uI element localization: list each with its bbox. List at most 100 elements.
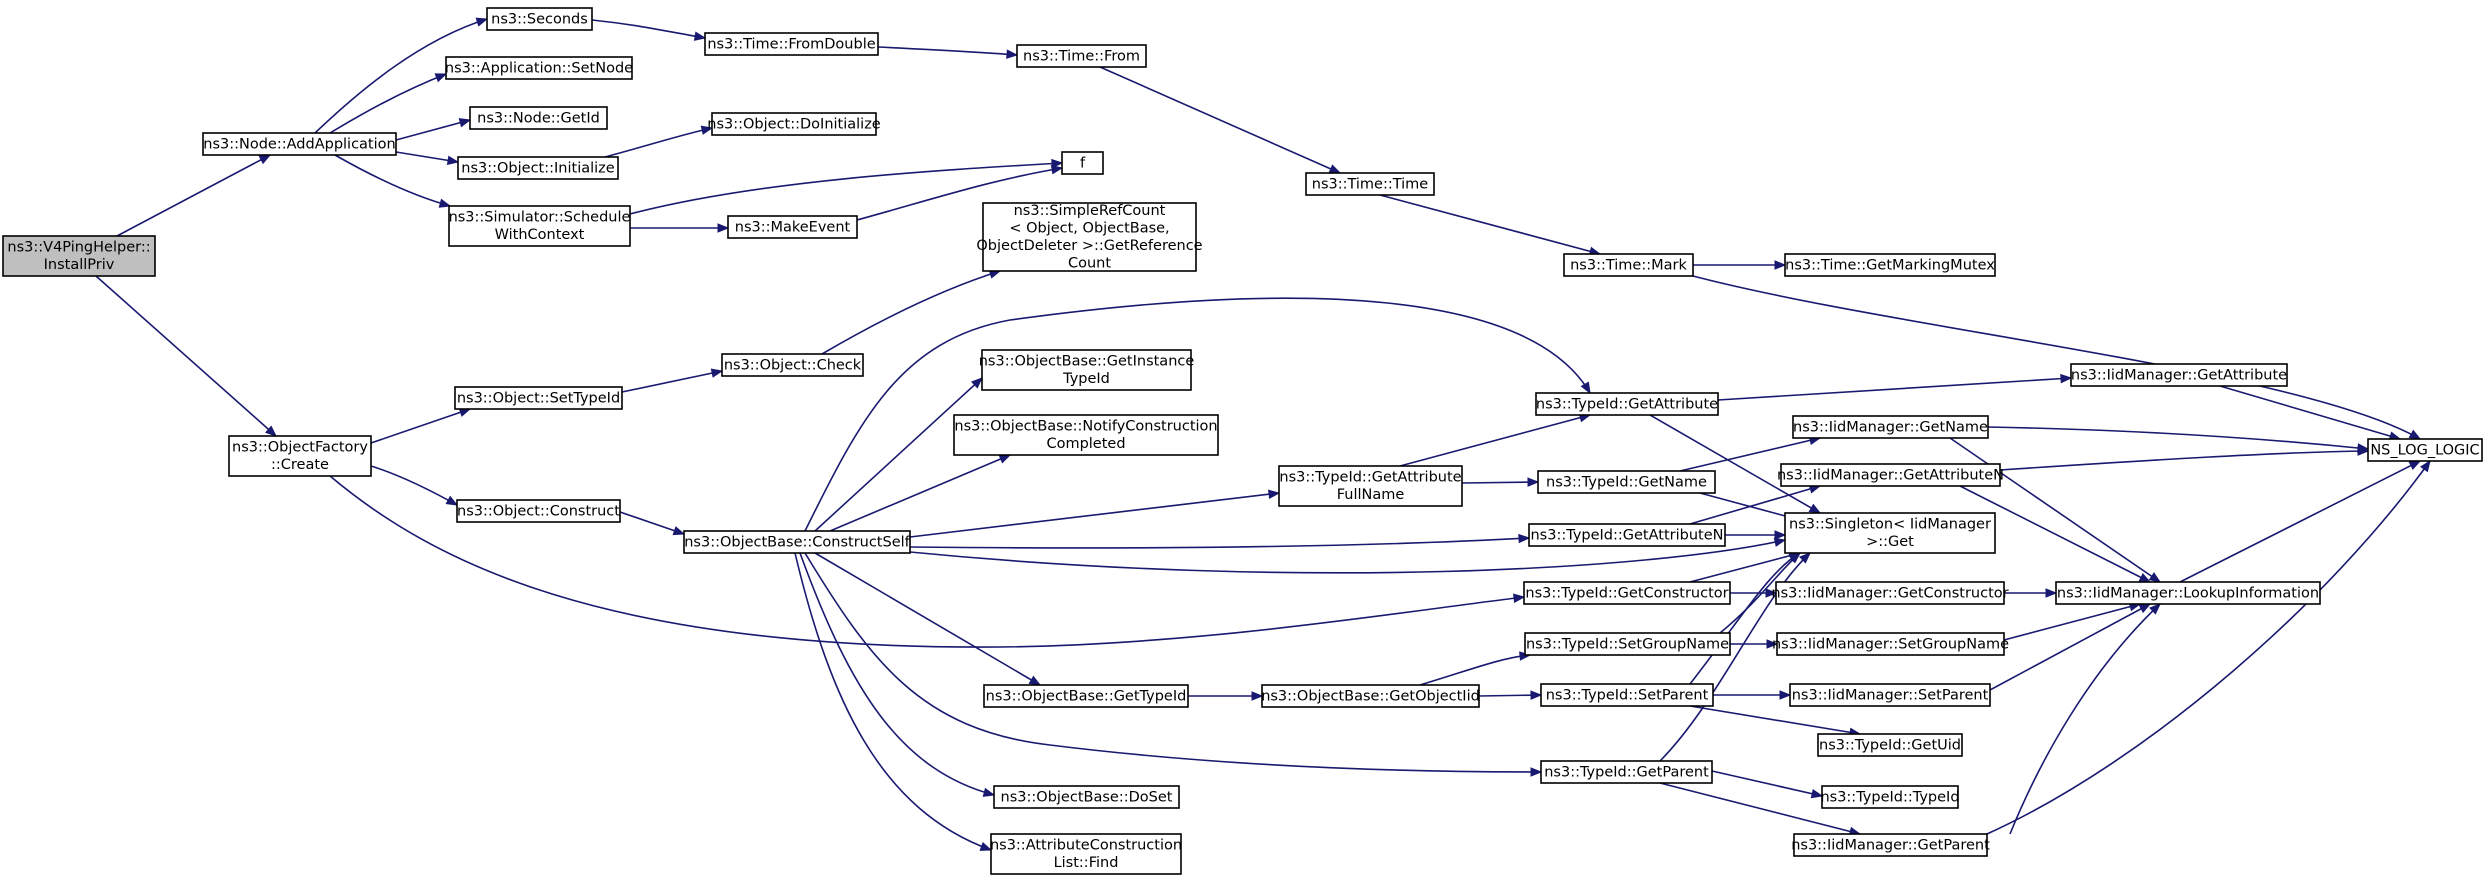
node-tgetattr[interactable]: ns3::TypeId::GetAttribute	[1535, 392, 1719, 416]
arrowhead	[1028, 675, 1042, 686]
edge-timetime-to-timemark	[1379, 194, 1602, 256]
node-makeevent[interactable]: ns3::MakeEvent	[727, 215, 858, 239]
arrowhead	[672, 526, 686, 536]
edge-obgettypeid-to-getobjectiid	[1188, 691, 1264, 701]
node-box	[2, 235, 156, 277]
node-construct[interactable]: ns3::Object::Construct	[456, 499, 621, 523]
node-tgetctor[interactable]: ns3::TypeId::GetConstructor	[1523, 581, 1731, 605]
node-iidsetgroup[interactable]: ns3::IidManager::SetGroupName	[1772, 632, 2009, 656]
node-label: ns3::ObjectBase::GetInstance	[979, 354, 1195, 370]
node-label: ns3::ObjectBase::GetObjectIid	[1261, 688, 1480, 704]
node-iidgetparent[interactable]: ns3::IidManager::GetParent	[1791, 833, 1990, 857]
edge-constructself-to-attrfind	[794, 552, 993, 851]
edge-iidgetname-to-nslog	[1987, 426, 2370, 453]
node-box	[683, 530, 911, 554]
node-check[interactable]: ns3::Object::Check	[721, 353, 864, 377]
arrowhead	[1765, 588, 1778, 598]
node-label: ns3::ObjectFactory	[232, 440, 368, 456]
node-label: ns3::Time::GetMarkingMutex	[1785, 257, 1995, 273]
node-obgettypeid[interactable]: ns3::ObjectBase::GetTypeId	[983, 684, 1189, 708]
node-label: ns3::Node::AddApplication	[203, 136, 395, 152]
node-tgetparent[interactable]: ns3::TypeId::GetParent	[1540, 760, 1713, 784]
node-box	[711, 112, 877, 136]
node-label: TypeId	[1062, 371, 1110, 387]
node-constructself[interactable]: ns3::ObjectBase::ConstructSelf	[683, 530, 911, 554]
node-label: FullName	[1337, 487, 1405, 503]
edge-makeevent-to-f	[856, 165, 1064, 221]
node-ttypeid[interactable]: ns3::TypeId::TypeId	[1820, 785, 1960, 809]
node-label: ns3::TypeId::GetAttributeN	[1530, 527, 1723, 543]
node-getobjectiid[interactable]: ns3::ObjectBase::GetObjectIid	[1261, 684, 1480, 708]
node-root[interactable]: ns3::V4PingHelper::InstallPriv	[2, 235, 156, 277]
node-timefrom[interactable]: ns3::Time::From	[1016, 44, 1147, 68]
edge-iidgetattrn-to-nslog	[1999, 446, 2370, 471]
arrowhead	[1527, 477, 1540, 487]
edge-getattrfull-to-tgetattr	[1399, 413, 1592, 467]
node-getid[interactable]: ns3::Node::GetId	[469, 106, 608, 130]
node-label: ns3::Time::Time	[1312, 176, 1429, 192]
node-iidgetattr[interactable]: ns3::IidManager::GetAttribute	[2070, 363, 2288, 387]
edge-seconds-to-fromdouble	[591, 19, 707, 41]
node-getmarkmutex[interactable]: ns3::Time::GetMarkingMutex	[1784, 253, 1996, 277]
node-iidgetctor[interactable]: ns3::IidManager::GetConstructor	[1771, 581, 2009, 605]
node-f[interactable]: f	[1061, 151, 1104, 175]
edge-settypeid-to-check	[621, 368, 724, 393]
node-box	[1817, 733, 1963, 757]
node-doset[interactable]: ns3::ObjectBase::DoSet	[993, 785, 1180, 809]
arrowhead	[1530, 767, 1543, 777]
node-iidgetattrn[interactable]: ns3::IidManager::GetAttributeN	[1777, 463, 2004, 487]
edge-initialize-to-doinit	[604, 125, 714, 158]
node-label: ns3::Node::GetId	[477, 110, 600, 126]
node-getrefcount[interactable]: ns3::SimpleRefCount< Object, ObjectBase,…	[976, 202, 1203, 272]
node-box	[1540, 683, 1714, 707]
node-lookup[interactable]: ns3::IidManager::LookupInformation	[2055, 581, 2321, 605]
node-tgetname[interactable]: ns3::TypeId::GetName	[1537, 470, 1716, 494]
arrowhead	[1774, 260, 1787, 270]
node-doinit[interactable]: ns3::Object::DoInitialize	[707, 112, 881, 136]
node-box	[1821, 785, 1959, 809]
node-box	[1537, 470, 1716, 494]
node-seconds[interactable]: ns3::Seconds	[486, 7, 593, 31]
node-initialize[interactable]: ns3::Object::Initialize	[457, 156, 619, 180]
node-label: ns3::Time::From	[1023, 48, 1140, 64]
arrowhead	[693, 31, 707, 41]
node-label: ns3::IidManager::GetConstructor	[1771, 585, 2008, 601]
node-iidgetname[interactable]: ns3::IidManager::GetName	[1792, 415, 1989, 439]
node-addapp[interactable]: ns3::Node::AddApplication	[202, 132, 397, 156]
node-box	[486, 7, 593, 31]
edge-root-to-addapp	[116, 154, 272, 237]
edge-constructself-to-getinsttypeid	[814, 377, 983, 532]
node-notifyconstr[interactable]: ns3::ObjectBase::NotifyConstructionCompl…	[953, 414, 1219, 456]
node-iidsetparent[interactable]: ns3::IidManager::SetParent	[1789, 683, 1991, 707]
node-objfactory[interactable]: ns3::ObjectFactory::Create	[228, 435, 372, 477]
node-box	[2070, 363, 2288, 387]
node-settypeid[interactable]: ns3::Object::SetTypeId	[454, 386, 623, 410]
edge-objfactory-to-construct	[370, 465, 459, 506]
node-tsetgroup[interactable]: ns3::TypeId::SetGroupName	[1524, 632, 1731, 656]
node-singleton[interactable]: ns3::Singleton< IidManager>::Get	[1784, 512, 1996, 554]
node-label: ns3::TypeId::TypeId	[1820, 789, 1959, 805]
arrowhead	[2357, 446, 2370, 456]
node-timemark[interactable]: ns3::Time::Mark	[1563, 253, 1694, 277]
node-tsetparent[interactable]: ns3::TypeId::SetParent	[1540, 683, 1714, 707]
node-label: ns3::ObjectBase::DoSet	[1001, 789, 1173, 805]
node-box	[1793, 833, 1988, 857]
node-nslog[interactable]: NS_LOG_LOGIC	[2367, 438, 2483, 462]
node-fromdouble[interactable]: ns3::Time::FromDouble	[704, 32, 879, 56]
node-setnode[interactable]: ns3::Application::SetNode	[445, 56, 633, 80]
node-box	[1780, 463, 2001, 487]
arrowhead	[1779, 690, 1792, 700]
node-tgetuid[interactable]: ns3::TypeId::GetUid	[1817, 733, 1963, 757]
arrowhead	[1268, 489, 1281, 499]
node-label: ns3::Simulator::Schedule	[449, 210, 631, 226]
node-label: >::Get	[1866, 534, 1914, 550]
node-timetime[interactable]: ns3::Time::Time	[1305, 172, 1435, 196]
node-label: ns3::Application::SetNode	[445, 60, 633, 76]
arrowhead	[258, 154, 272, 165]
edge-iidsetparent-to-lookup	[1989, 603, 2152, 691]
node-tgetattrn[interactable]: ns3::TypeId::GetAttributeN	[1528, 523, 1726, 547]
